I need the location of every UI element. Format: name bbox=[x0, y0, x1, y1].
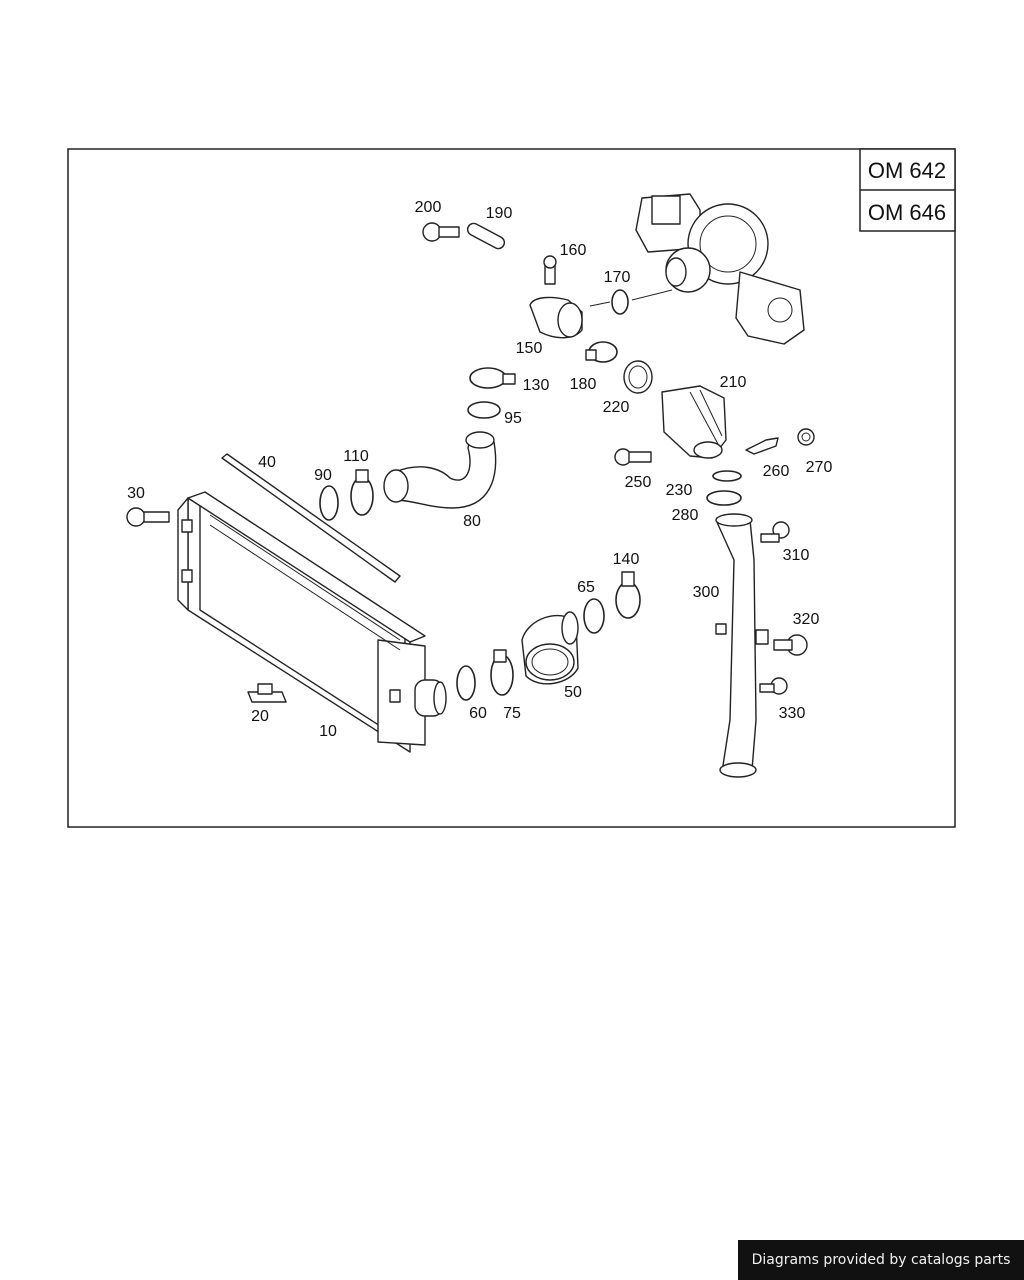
part-label: 260 bbox=[763, 463, 790, 480]
hose-clamp bbox=[490, 649, 514, 696]
part-label: 190 bbox=[486, 205, 513, 222]
part-label: 300 bbox=[693, 584, 720, 601]
diagram-frame bbox=[67, 148, 956, 828]
part-label: 210 bbox=[720, 374, 747, 391]
part-label: 170 bbox=[604, 269, 631, 286]
credit-banner: Diagrams provided by catalogs parts bbox=[738, 1240, 1024, 1280]
retaining-clip bbox=[745, 437, 779, 455]
part-label: 160 bbox=[560, 242, 587, 259]
hose-clamp bbox=[615, 571, 641, 619]
part-label: 10 bbox=[319, 723, 337, 740]
bracket bbox=[247, 683, 287, 703]
bolt bbox=[543, 255, 557, 285]
part-label: 75 bbox=[503, 705, 521, 722]
part-label: 230 bbox=[666, 482, 693, 499]
bolt bbox=[760, 521, 790, 543]
cover-plate bbox=[466, 222, 506, 250]
nut bbox=[797, 428, 815, 446]
intercooler bbox=[177, 491, 447, 753]
turbo-hose bbox=[529, 296, 583, 339]
part-label: 40 bbox=[258, 454, 276, 471]
sleeve bbox=[623, 360, 653, 394]
seal-ring bbox=[712, 470, 742, 482]
part-label: 270 bbox=[806, 459, 833, 476]
part-label: 95 bbox=[504, 410, 522, 427]
part-label: 90 bbox=[314, 467, 332, 484]
part-label: 80 bbox=[463, 513, 481, 530]
part-label: 320 bbox=[793, 611, 820, 628]
bolt bbox=[614, 448, 652, 466]
part-label: 20 bbox=[251, 708, 269, 725]
part-label: 250 bbox=[625, 474, 652, 491]
part-label: 65 bbox=[577, 579, 595, 596]
seal-ring bbox=[467, 401, 501, 419]
hose-clamp bbox=[585, 341, 618, 363]
engine-code-2: OM 646 bbox=[868, 200, 946, 225]
hose-clamp bbox=[469, 367, 516, 389]
part-label: 60 bbox=[469, 705, 487, 722]
bolt bbox=[773, 634, 808, 656]
part-label: 330 bbox=[779, 705, 806, 722]
part-label: 30 bbox=[127, 485, 145, 502]
charge-air-tube bbox=[715, 513, 769, 778]
part-labels: 10 20 30 40 50 60 65 75 80 90 95 110 130… bbox=[127, 199, 832, 740]
part-label: 110 bbox=[343, 448, 369, 465]
bolt bbox=[422, 222, 460, 242]
seal-strip bbox=[221, 453, 401, 583]
hose-clamp bbox=[350, 469, 374, 516]
part-label: 140 bbox=[613, 551, 640, 568]
engine-code-1: OM 642 bbox=[868, 158, 946, 183]
bolt bbox=[126, 507, 170, 527]
part-label: 200 bbox=[415, 199, 442, 216]
engine-code-box: OM 642 OM 646 bbox=[859, 148, 956, 232]
turbocharger bbox=[635, 193, 805, 345]
part-label: 130 bbox=[523, 377, 550, 394]
bolt bbox=[759, 677, 788, 695]
seal-ring bbox=[583, 598, 605, 634]
elbow-hose bbox=[521, 611, 579, 685]
seal-ring bbox=[611, 289, 629, 315]
part-label: 150 bbox=[516, 340, 543, 357]
seal-ring bbox=[706, 490, 742, 506]
part-label: 180 bbox=[570, 376, 597, 393]
charge-air-pipe bbox=[383, 431, 497, 509]
part-label: 310 bbox=[783, 547, 810, 564]
throttle-housing bbox=[661, 385, 727, 459]
part-label: 280 bbox=[672, 507, 699, 524]
seal-ring bbox=[319, 485, 339, 521]
part-label: 220 bbox=[603, 399, 630, 416]
part-label: 50 bbox=[564, 684, 582, 701]
seal-ring bbox=[456, 665, 476, 701]
